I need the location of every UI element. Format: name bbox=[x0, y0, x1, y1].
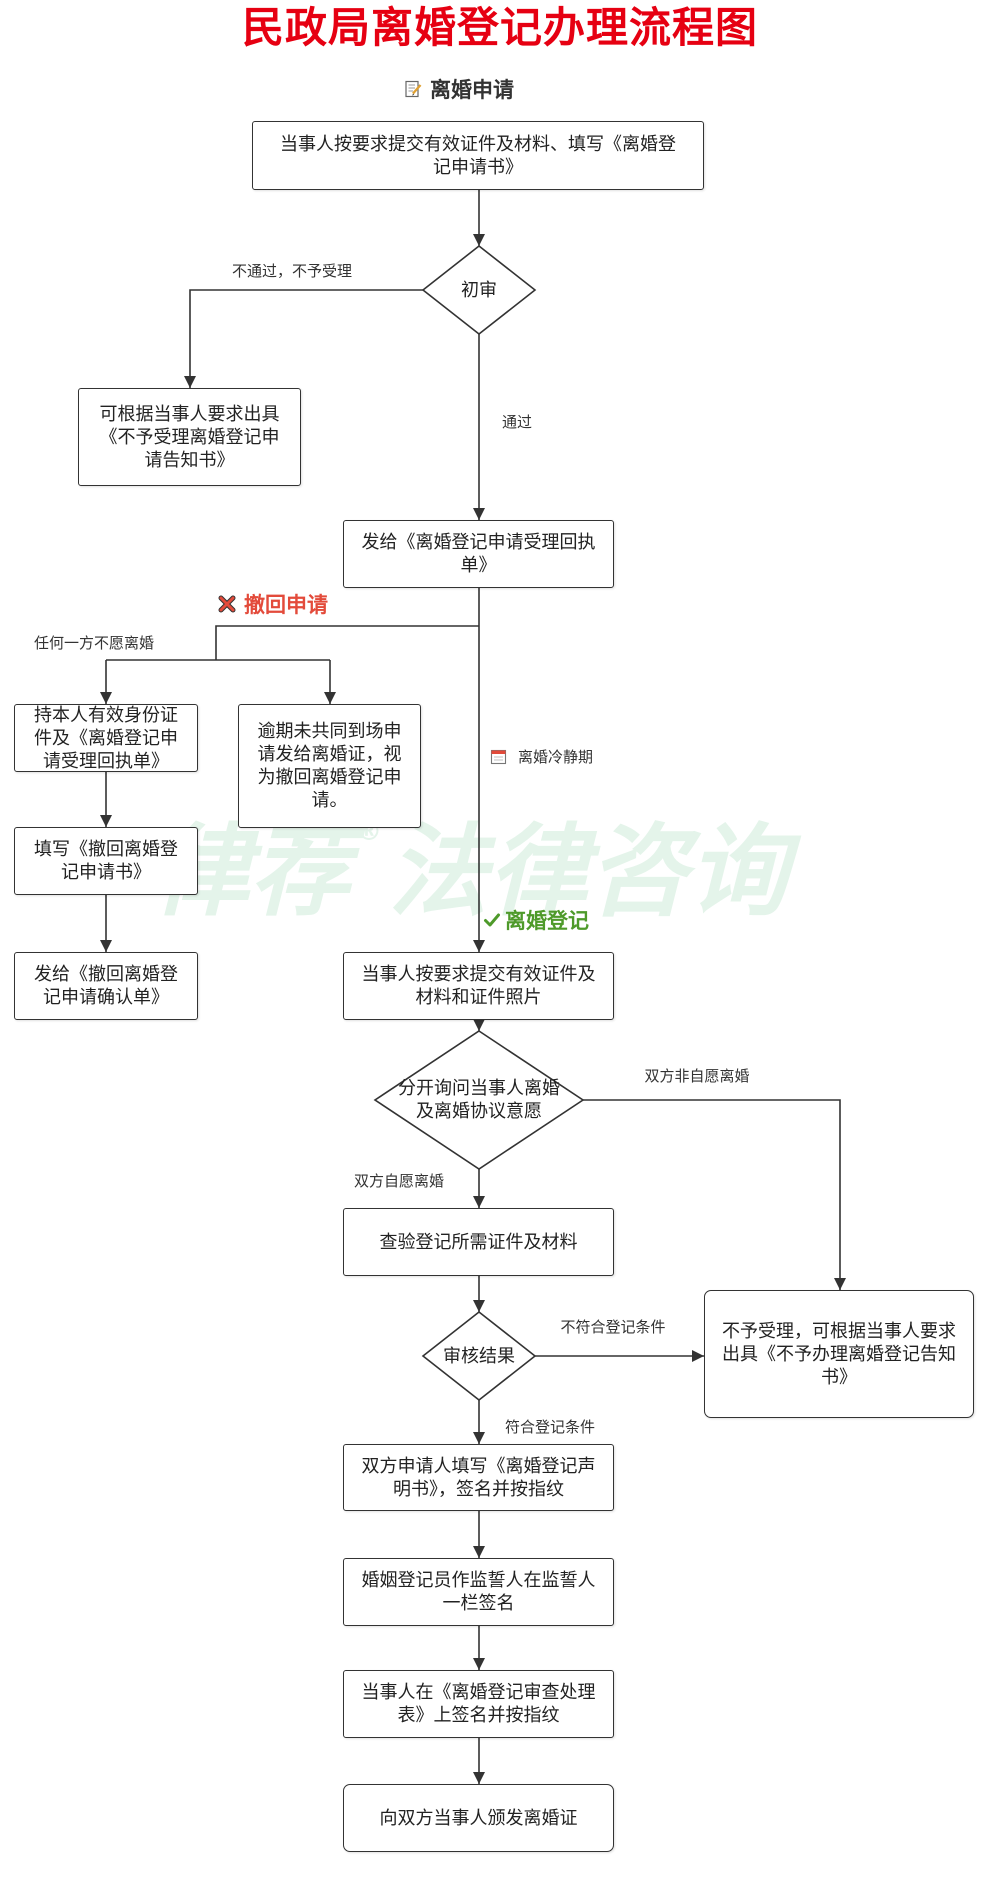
node-text-line: 当事人按要求提交有效证件及材料、填写《离婚登 bbox=[280, 133, 676, 155]
node-text-line: 请。 bbox=[311, 790, 348, 811]
node-text-line: 分开询问当事人离婚 bbox=[398, 1078, 560, 1099]
node-text-line: 书》 bbox=[821, 1366, 857, 1388]
edge-label-not-passed: 不通过，不予受理 bbox=[231, 262, 353, 280]
edge-label-cooling-period: 离婚冷静期 bbox=[490, 746, 593, 767]
edge-label-either-unwilling: 任何一方不愿离婚 bbox=[33, 634, 155, 652]
node-text-line: 表》上签名并按指纹 bbox=[397, 1705, 560, 1726]
node-receipt: 发给《离婚登记申请受理回执 单》 bbox=[343, 520, 614, 588]
decision-diamond-review-result bbox=[421, 1310, 537, 1402]
memo-icon bbox=[404, 80, 422, 98]
edge-label-passed: 通过 bbox=[501, 413, 533, 431]
node-review-form: 当事人在《离婚登记审查处理 表》上签名并按指纹 bbox=[343, 1670, 614, 1738]
check-mark-icon bbox=[483, 911, 501, 929]
decision-diamond-initial-review bbox=[421, 244, 537, 336]
node-text-line: 当事人按要求提交有效证件及 bbox=[361, 964, 596, 985]
section-label: 离婚申请 bbox=[430, 78, 514, 102]
node-issue-certificate: 向双方当事人颁发离婚证 bbox=[343, 1784, 614, 1852]
node-initial-review: 初审 bbox=[423, 246, 535, 334]
node-text-line: 记申请书》 bbox=[433, 156, 523, 178]
node-interview: 分开询问当事人离婚 及离婚协议意愿 bbox=[375, 1031, 583, 1169]
node-text-line: 请告知书》 bbox=[144, 449, 235, 471]
node-withdraw-form: 填写《撤回离婚登 记申请书》 bbox=[14, 827, 198, 895]
node-text-line: 《不予受理离婚登记申 bbox=[99, 426, 280, 448]
node-text-line: 为撤回离婚登记申 bbox=[257, 767, 402, 788]
node-text-line: 填写《撤回离婚登 bbox=[34, 839, 178, 860]
node-text-line: 件及《离婚登记申 bbox=[34, 727, 178, 749]
edge-label-qualified: 符合登记条件 bbox=[504, 1418, 596, 1436]
node-text-line: 可根据当事人要求出具 bbox=[99, 403, 280, 425]
node-text-line: 请受理回执单》 bbox=[43, 750, 169, 772]
watermark-text: 法律咨询 bbox=[388, 813, 788, 930]
node-submit-photos: 当事人按要求提交有效证件及 材料和证件照片 bbox=[343, 952, 614, 1020]
page-title: 民政局离婚登记办理流程图 bbox=[241, 3, 758, 52]
node-text-line: 不予受理，可根据当事人要求 bbox=[722, 1320, 956, 1342]
node-text-line: 查验登记所需证件及材料 bbox=[379, 1231, 578, 1253]
node-text-line: 一栏签名 bbox=[442, 1593, 515, 1614]
edge-label-text: 离婚冷静期 bbox=[518, 748, 594, 766]
calendar-icon bbox=[490, 748, 508, 766]
node-text-line: 当事人在《离婚登记审查处理 bbox=[361, 1682, 596, 1703]
node-supervisor-sign: 婚姻登记员作监誓人在监誓人 一栏签名 bbox=[343, 1558, 614, 1626]
node-review-result: 审核结果 bbox=[423, 1312, 535, 1400]
node-text-line: 逾期未共同到场申 bbox=[257, 721, 402, 742]
node-withdraw-confirm: 发给《撤回离婚登 记申请确认单》 bbox=[14, 952, 198, 1020]
node-overdue: 逾期未共同到场申 请发给离婚证，视 为撤回离婚登记申 请。 bbox=[238, 704, 421, 828]
node-text-line: 及离婚协议意愿 bbox=[416, 1101, 542, 1122]
line-withdraw-branch bbox=[215, 625, 479, 660]
node-reject-notice: 可根据当事人要求出具 《不予受理离婚登记申 请告知书》 bbox=[78, 388, 301, 486]
node-text-line: 明书》，签名并按指纹 bbox=[393, 1478, 564, 1500]
node-text-line: 初审 bbox=[461, 279, 497, 301]
node-text-line: 婚姻登记员作监誓人在监誓人 bbox=[361, 1570, 596, 1591]
section-label: 撤回申请 bbox=[244, 593, 328, 617]
node-refuse-notice: 不予受理，可根据当事人要求 出具《不予办理离婚登记告知 书》 bbox=[704, 1290, 974, 1418]
edge-label-both-unwilling: 双方非自愿离婚 bbox=[644, 1067, 750, 1085]
node-text-line: 发给《离婚登记申请受理回执 bbox=[361, 532, 596, 553]
edge-label-both-willing: 双方自愿离婚 bbox=[353, 1172, 445, 1190]
node-text-line: 请发给离婚证，视 bbox=[257, 744, 402, 765]
node-withdraw-id: 持本人有效身份证 件及《离婚登记申 请受理回执单》 bbox=[14, 704, 198, 772]
section-header-register: 离婚登记 bbox=[483, 907, 589, 933]
node-declaration: 双方申请人填写《离婚登记声 明书》，签名并按指纹 bbox=[343, 1444, 614, 1511]
node-text-line: 单》 bbox=[460, 555, 497, 576]
node-text-line: 向双方当事人颁发离婚证 bbox=[379, 1807, 578, 1829]
node-text-line: 材料和证件照片 bbox=[415, 987, 542, 1008]
decision-diamond-interview bbox=[373, 1030, 585, 1170]
section-label: 离婚登记 bbox=[505, 909, 589, 933]
node-text-line: 双方申请人填写《离婚登记声 bbox=[361, 1455, 596, 1477]
node-text-line: 记申请确认单》 bbox=[43, 987, 169, 1008]
node-submit-application: 当事人按要求提交有效证件及材料、填写《离婚登 记申请书》 bbox=[252, 121, 704, 190]
node-text-line: 审核结果 bbox=[443, 1345, 515, 1367]
node-verify-docs: 查验登记所需证件及材料 bbox=[343, 1208, 614, 1276]
section-header-withdraw: 撤回申请 bbox=[218, 591, 328, 617]
arrow-interview-unwilling bbox=[583, 1099, 846, 1290]
arrow-review-rejected bbox=[184, 289, 423, 388]
edge-label-not-qualified: 不符合登记条件 bbox=[560, 1318, 666, 1336]
node-text-line: 出具《不予办理离婚登记告知 bbox=[722, 1343, 956, 1365]
cross-mark-icon bbox=[218, 595, 236, 613]
node-text-line: 记申请书》 bbox=[61, 862, 151, 883]
section-header-apply: 离婚申请 bbox=[404, 76, 514, 102]
node-text-line: 发给《撤回离婚登 bbox=[34, 964, 178, 985]
node-text-line: 持本人有效身份证 bbox=[34, 704, 178, 726]
